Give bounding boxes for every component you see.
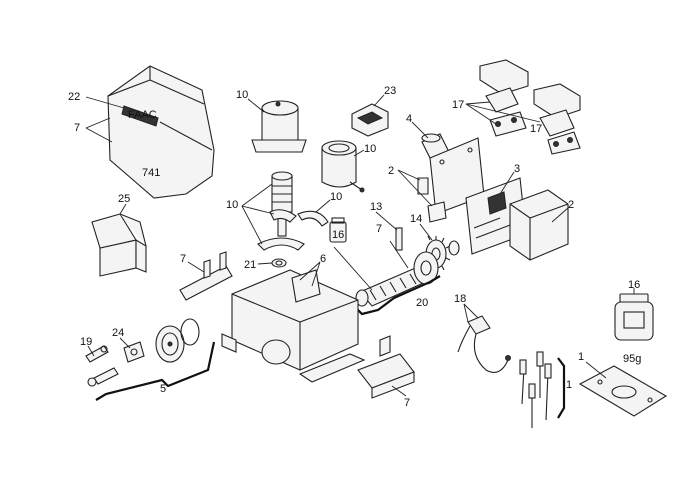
callout-13: 13 [370, 201, 382, 213]
callout-19: 19 [80, 336, 92, 348]
motor-cover: FAAC 741 [107, 65, 215, 199]
callout-7-bracket: 7 [180, 253, 186, 265]
callout-2-left: 2 [388, 165, 394, 177]
bracket-17-left [479, 59, 529, 137]
callout-16-small: 16 [332, 229, 344, 241]
callout-10-shaft: 10 [226, 199, 238, 211]
grease-jar: 95g [614, 293, 654, 365]
callout-25: 25 [118, 193, 130, 205]
callout-3: 3 [514, 163, 520, 175]
callout-23: 23 [384, 85, 396, 97]
callout-22: 22 [68, 91, 80, 103]
callout-14: 14 [410, 213, 422, 225]
grease-weight: 95g [623, 353, 641, 365]
screw-19 [85, 345, 119, 387]
callout-24: 24 [112, 327, 124, 339]
motor-top-part [251, 100, 307, 153]
wedge-7 [357, 335, 415, 399]
callout-17-b: 17 [530, 123, 542, 135]
washer-21 [271, 258, 287, 268]
callout-7-rod: 7 [376, 223, 382, 235]
callout-17-a: 17 [452, 99, 464, 111]
bracket-17-right [533, 83, 581, 155]
callout-5: 5 [160, 383, 166, 395]
handwheel [155, 318, 200, 363]
motor-body [321, 140, 365, 193]
callout-16-jar: 16 [628, 279, 640, 291]
callout-20: 20 [416, 297, 428, 309]
rotor-shaft [257, 171, 305, 251]
callout-4: 4 [406, 113, 412, 125]
grease-tube-small [329, 217, 347, 243]
logo-text: FAAC [128, 109, 157, 121]
bracket-7 [179, 251, 233, 301]
callout-18: 18 [454, 293, 466, 305]
control-box [509, 189, 569, 261]
callout-21: 21 [244, 259, 256, 271]
mounting-plate [417, 137, 485, 223]
callout-1-plate: 1 [578, 351, 584, 363]
cover-marking: 741 [142, 167, 160, 179]
callout-6: 6 [320, 253, 326, 265]
callout-10-motor: 10 [364, 143, 376, 155]
c-ring [297, 210, 329, 227]
logo-badge-icon [121, 105, 159, 127]
packing-box [91, 213, 147, 277]
callout-2-right: 2 [568, 199, 574, 211]
pin-13 [395, 227, 403, 251]
gearbox-housing [221, 269, 366, 383]
callout-7-cover: 7 [74, 122, 80, 134]
callout-1-wires: 1 [566, 379, 572, 391]
cable-18 [457, 315, 511, 373]
worm-shaft-assembly [355, 251, 439, 307]
base-plate [578, 365, 668, 417]
callout-10-small: 10 [330, 191, 342, 203]
callout-7-base: 7 [404, 397, 410, 409]
part-23 [351, 103, 389, 137]
wire-set [519, 351, 552, 428]
callout-10-top: 10 [236, 89, 248, 101]
